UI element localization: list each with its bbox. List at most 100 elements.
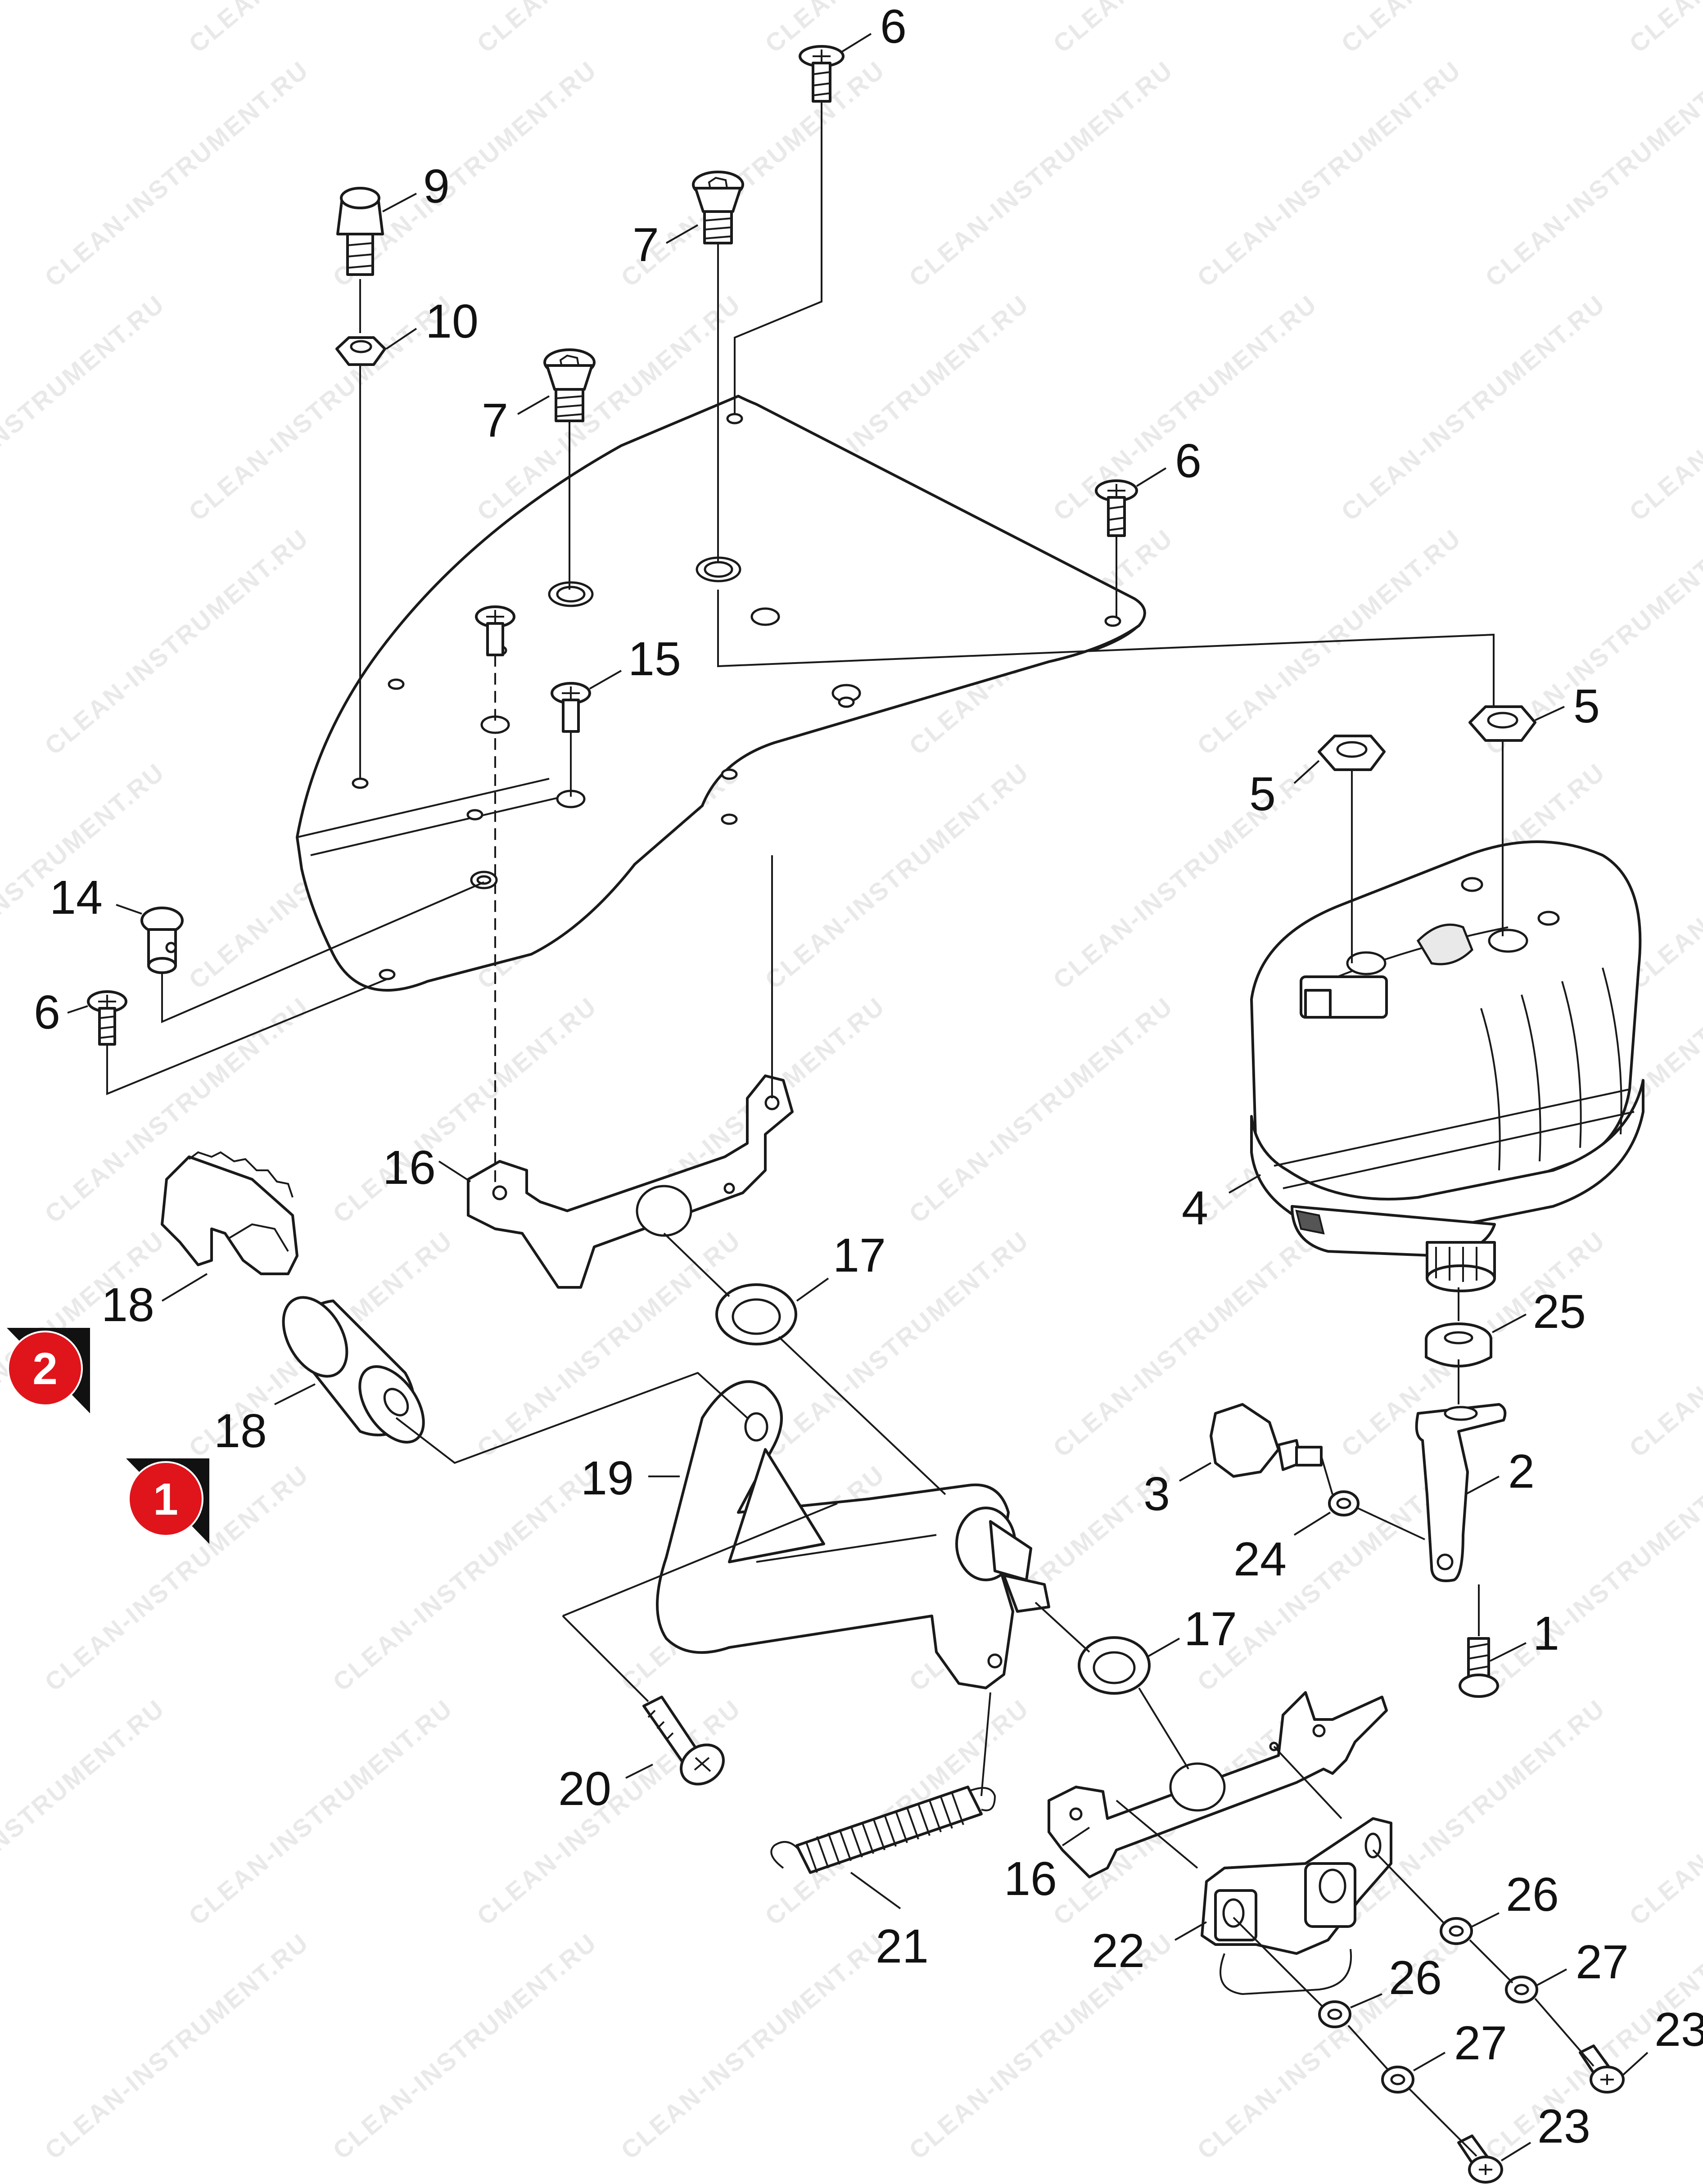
callout-16a: 16 [383,1141,436,1194]
watermark-text: CLEAN-INSTRUMENT.RU [1336,0,1611,58]
callout-18a: 18 [101,1278,154,1331]
callout-23a: 23 [1654,2003,1703,2056]
knob-3 [1210,1403,1323,1478]
callout-15: 15 [628,632,681,686]
callout-6b: 6 [1175,434,1202,487]
badge-1-label: 1 [153,1474,178,1525]
watermark-text: CLEAN-INSTRUMENT.RU [39,1927,314,2165]
callout-leaders [67,33,1649,2161]
badge-2[interactable]: 2 [7,1328,90,1413]
watermark-text: CLEAN-INSTRUMENT.RU [327,991,602,1228]
callout-labels: 6 9 7 10 7 6 15 5 5 14 6 16 4 18 17 25 1… [34,0,1703,2153]
watermark-text: CLEAN-INSTRUMENT.RU [615,1927,890,2165]
motor-4 [1250,840,1644,1292]
lever-2 [1415,1403,1507,1582]
callout-16b: 16 [1004,1852,1057,1905]
watermark-text: CLEAN-INSTRUMENT.RU [759,757,1034,994]
bushing-17-lower [1078,1636,1151,1695]
watermark-text: CLEAN-INSTRUMENT.RU [1624,1225,1703,1462]
washer-26-right [1440,1917,1473,1945]
watermark-text: CLEAN-INSTRUMENT.RU [1624,0,1703,58]
callout-5b: 5 [1249,767,1276,821]
watermark-text: CLEAN-INSTRUMENT.RU [1624,1693,1703,1931]
callout-1: 1 [1533,1607,1559,1660]
watermark-text: CLEAN-INSTRUMENT.RU [1480,55,1703,292]
watermark-text: CLEAN-INSTRUMENT.RU [327,1927,602,2165]
watermark-text: CLEAN-INSTRUMENT.RU [39,523,314,760]
washer-24 [1328,1490,1360,1516]
callout-25: 25 [1533,1285,1586,1338]
switch-22 [1201,1817,1392,1995]
watermark-text: CLEAN-INSTRUMENT.RU [1048,289,1323,526]
watermark-text: CLEAN-INSTRUMENT.RU [1336,289,1611,526]
callout-19: 19 [581,1452,634,1505]
callout-6a: 6 [880,0,907,53]
screw-6-left [87,990,127,1046]
washer-27-right [1505,1976,1538,2004]
callout-7b: 7 [482,394,508,447]
bracket-16-lower [1048,1691,1388,1878]
screw-6-top [799,45,845,103]
callout-3: 3 [1143,1467,1170,1521]
watermark-text: CLEAN-INSTRUMENT.RU [1048,1225,1323,1462]
callout-22: 22 [1092,1924,1145,1977]
bushing-17-upper [715,1283,797,1345]
callout-4: 4 [1182,1182,1208,1235]
callout-27a: 27 [1576,1936,1629,1989]
assembly-lines [106,101,1595,2157]
watermark-text: CLEAN-INSTRUMENT.RU [759,1225,1034,1462]
screw-7-upper [692,171,744,244]
callout-5a: 5 [1573,680,1600,733]
callout-20: 20 [558,1762,611,1815]
callout-2: 2 [1508,1445,1535,1498]
watermark-text: CLEAN-INSTRUMENT.RU [0,0,170,58]
bolt-9 [336,187,384,276]
bolt-20 [642,1696,725,1786]
callout-24: 24 [1233,1533,1287,1586]
callout-26a: 26 [1506,1868,1559,1921]
callout-26b: 26 [1389,1951,1442,2004]
callout-17b: 17 [1184,1602,1237,1656]
watermark-text: CLEAN-INSTRUMENT.RU [1624,289,1703,526]
base-plate [296,395,1146,992]
callout-14: 14 [50,871,103,924]
watermark-text: CLEAN-INSTRUMENT.RU [471,0,746,58]
watermark-text: CLEAN-INSTRUMENT.RU [903,55,1179,292]
watermark-text: CLEAN-INSTRUMENT.RU [183,289,458,526]
screw-1 [1459,1637,1499,1698]
watermark-text: CLEAN-INSTRUMENT.RU [903,991,1179,1228]
badge-1[interactable]: 1 [126,1458,209,1544]
screw-23-right [1579,2044,1625,2094]
screw-7-lower [543,348,596,422]
roller-18 [282,1296,425,1444]
callout-6c: 6 [34,986,60,1039]
callout-7a: 7 [632,218,659,271]
callout-27b: 27 [1454,2017,1507,2070]
watermark-text: CLEAN-INSTRUMENT.RU [183,0,458,58]
watermark-text: CLEAN-INSTRUMENT.RU [0,1693,170,1931]
watermark-text: CLEAN-INSTRUMENT.RU [1336,1693,1611,1931]
watermark-text: CLEAN-INSTRUMENT.RU [327,1459,602,1697]
screw-6-right [1095,479,1138,537]
badge-2-label: 2 [32,1344,58,1394]
screw-15 [551,682,591,733]
watermark-text: CLEAN-INSTRUMENT.RU [0,289,170,526]
nut-5-right [1468,705,1536,742]
pedal-arm-19 [656,1380,1050,1689]
nut-5-left [1318,735,1386,771]
watermark-text: CLEAN-INSTRUMENT.RU [39,55,314,292]
watermark-text: CLEAN-INSTRUMENT.RU [1192,1459,1467,1697]
bracket-16-upper [467,1074,794,1289]
spring-21 [770,1786,996,1874]
watermark-text: CLEAN-INSTRUMENT.RU [1192,55,1467,292]
callout-18b: 18 [214,1404,267,1458]
callout-9: 9 [423,160,450,213]
washer-27-left [1381,2066,1414,2094]
callout-23b: 23 [1537,2100,1590,2153]
pedal-cover-18 [161,1151,298,1275]
pin-14 [140,907,184,974]
watermark-text: CLEAN-INSTRUMENT.RU [1048,0,1323,58]
watermark-text: CLEAN-INSTRUMENT.RU [183,1693,458,1931]
callout-10: 10 [425,295,479,348]
